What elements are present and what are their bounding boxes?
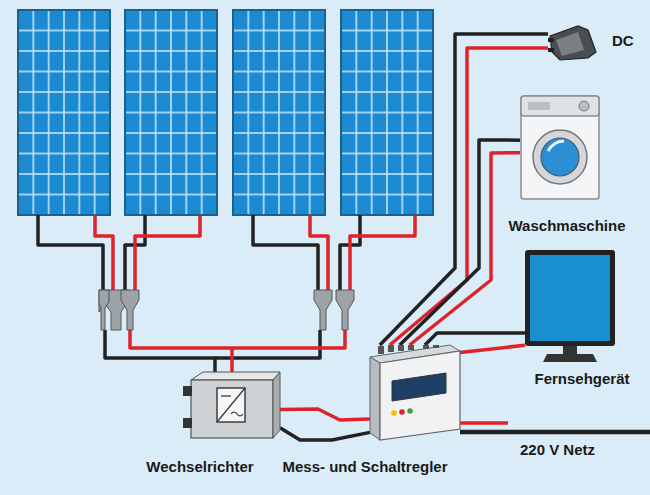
drawing-part (460, 430, 650, 435)
drawing-part (563, 346, 577, 354)
y-connectors (99, 290, 354, 330)
grid-line (460, 423, 650, 432)
device-icon (548, 22, 598, 62)
drawing-part (525, 250, 615, 346)
drawing-part (530, 255, 610, 341)
drawing-part (183, 386, 192, 396)
drawing-part (350, 215, 415, 292)
drawing-part (433, 345, 439, 348)
drawing-part (231, 412, 243, 416)
drawing-part (521, 96, 599, 199)
solar-panels (18, 10, 433, 215)
device-label: Fernsehgerät (534, 370, 629, 388)
device-icon (525, 250, 615, 362)
drawing-part (407, 408, 413, 414)
device-label: Mess- und Schaltregler (282, 458, 447, 476)
cable-wire (280, 428, 370, 440)
cable-pair (400, 140, 520, 345)
drawing-part (543, 354, 597, 362)
drawing-part (191, 380, 273, 438)
device-label: Waschmaschine (509, 217, 626, 235)
drawing-part (135, 215, 200, 292)
drawing-part (550, 26, 596, 60)
drawing-part (183, 418, 192, 428)
drawing-part (399, 409, 405, 415)
drawing-part (370, 357, 380, 440)
drawing-part (548, 141, 564, 151)
drawing-part (18, 10, 110, 215)
drawing-part (541, 138, 579, 176)
drawing-part (217, 388, 245, 422)
dc-plug (548, 26, 596, 60)
panel-wiring (38, 215, 415, 374)
device-icon (520, 95, 600, 200)
drawing-part (378, 346, 384, 354)
cable-pair (280, 409, 370, 440)
drawing-part (217, 388, 245, 422)
drawing-part (388, 345, 394, 352)
cable-wire (400, 140, 520, 345)
cable-wire (410, 153, 520, 345)
drawing-part (548, 38, 554, 42)
device-icon (183, 372, 280, 440)
drawing-part (408, 345, 414, 350)
drawing-part (548, 48, 554, 52)
drawing-part (528, 102, 550, 110)
cable-wire (460, 345, 525, 352)
drawing-part (273, 372, 280, 438)
drawing-part (341, 10, 433, 215)
device-node: Fernsehgerät (525, 250, 615, 362)
cable-wire (280, 409, 370, 420)
drawing-part (460, 421, 508, 425)
drawing-part (232, 330, 345, 348)
device-label: Wechselrichter (146, 458, 253, 476)
drawing-part (398, 345, 404, 351)
television (525, 250, 615, 362)
inverter-box (183, 372, 280, 438)
drawing-part (533, 130, 587, 184)
drawing-part (121, 290, 139, 330)
device-node: DC (548, 22, 598, 62)
drawing-part (521, 96, 599, 116)
drawing-part (391, 410, 397, 416)
drawing-part (221, 395, 231, 396)
drawing-part (556, 32, 584, 56)
drawing-part (233, 10, 325, 215)
drawing-part (423, 345, 429, 349)
charge-controller (370, 345, 460, 440)
drawing-part (130, 330, 232, 374)
grid-label: 220 V Netz (520, 441, 595, 459)
device-node: Mess- und Schaltregler (370, 345, 460, 440)
drawing-part (310, 215, 328, 292)
drawing-part (336, 290, 354, 330)
device-icon (370, 345, 460, 440)
drawing-part (105, 330, 215, 374)
device-node: Waschmaschine (520, 95, 600, 200)
drawing-part (125, 10, 217, 215)
drawing-part (99, 290, 109, 330)
drawing-part (380, 351, 460, 440)
device-label: DC (612, 32, 634, 50)
cable-wire (425, 333, 525, 345)
drawing-part (392, 373, 446, 401)
drawing-part (579, 101, 589, 111)
washing-machine (521, 96, 599, 199)
drawing-part (191, 372, 280, 380)
drawing-part (95, 215, 113, 292)
drawing-part (314, 290, 332, 330)
device-node: Wechselrichter (183, 372, 280, 440)
